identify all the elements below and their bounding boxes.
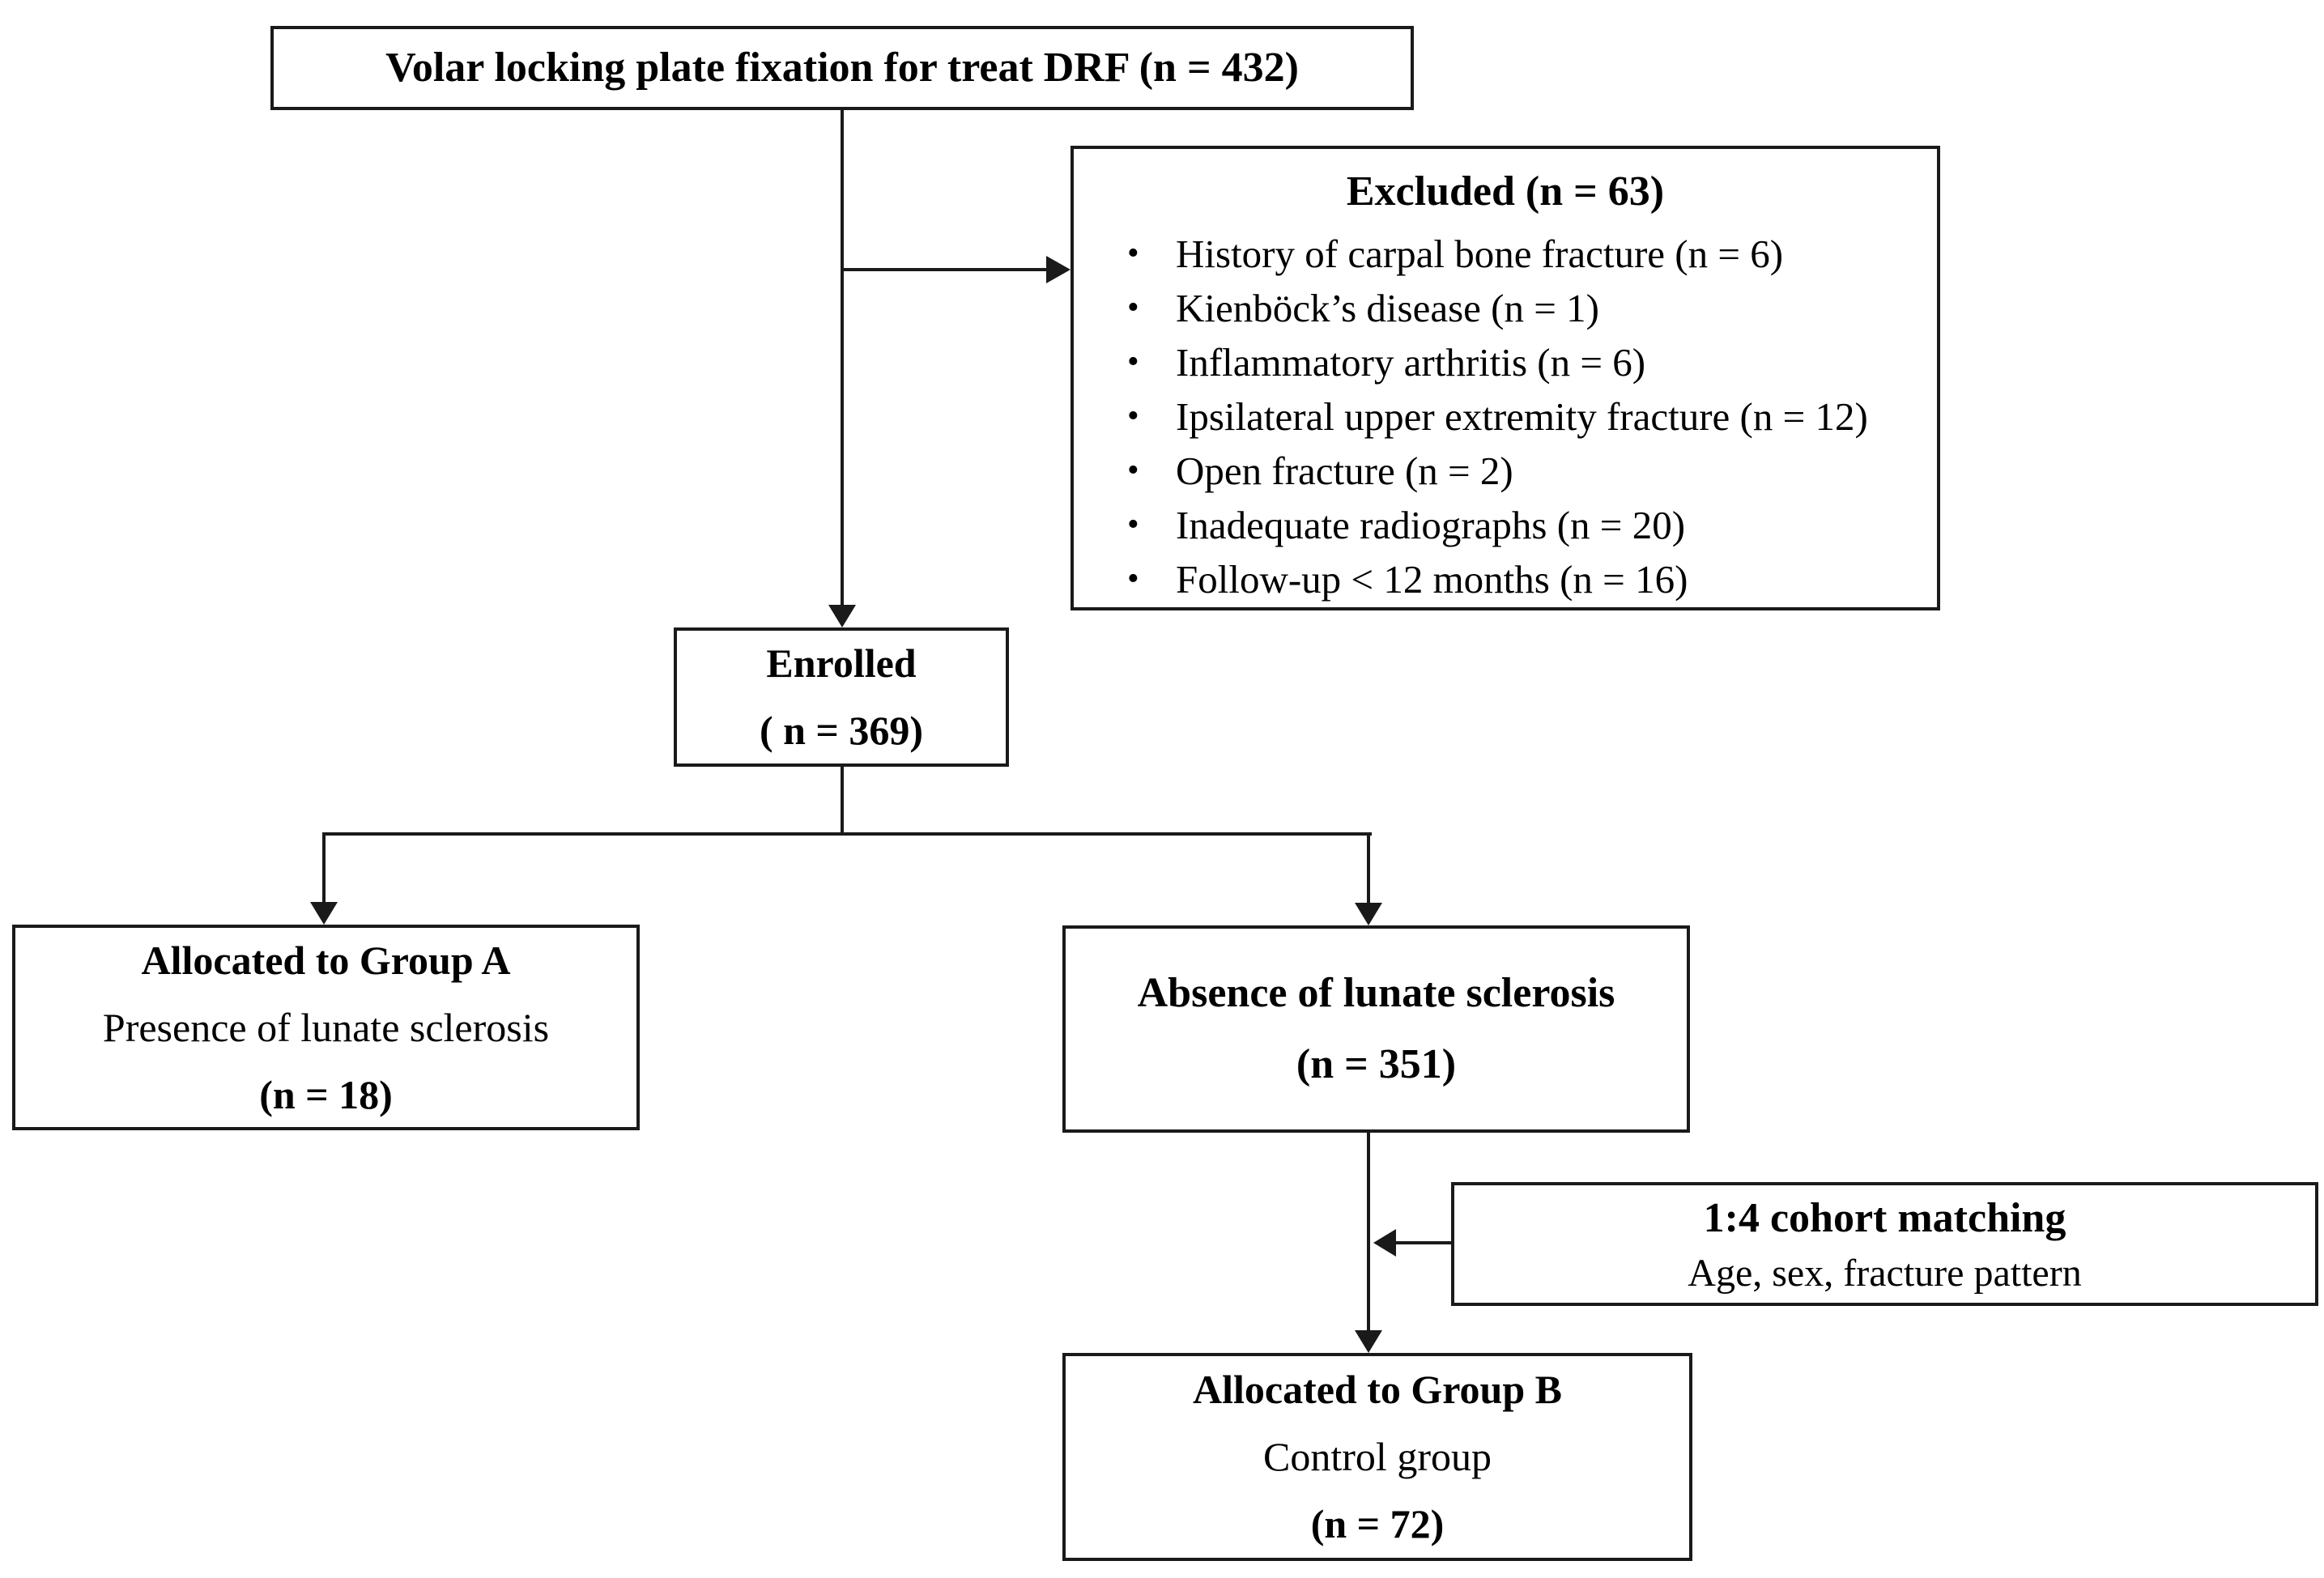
absence-title: Absence of lunate sclerosis [1137,970,1615,1016]
excluded-item-label: Ipsilateral upper extremity fracture (n … [1176,394,1868,439]
excluded-list: • History of carpal bone fracture (n = 6… [1074,227,1937,606]
study-population-box: Volar locking plate fixation for treat D… [270,26,1414,110]
enrolled-count: ( n = 369) [759,708,924,753]
arrowhead-right-excluded-icon [1046,256,1070,283]
matching-criteria: Age, sex, fracture pattern [1688,1251,2082,1295]
arrowhead-down-group-b-icon [1355,1330,1382,1353]
matching-box: 1:4 cohort matching Age, sex, fracture p… [1451,1182,2318,1306]
bullet-icon: • [1127,289,1139,326]
connector-to-group-a [322,832,326,902]
connector-branch [322,832,1372,836]
absence-box: Absence of lunate sclerosis (n = 351) [1062,925,1690,1133]
excluded-item-label: Follow-up < 12 months (n = 16) [1176,557,1688,602]
group-a-title: Allocated to Group A [141,937,511,983]
group-b-description: Control group [1263,1434,1492,1479]
excluded-item-label: Open fracture (n = 2) [1176,449,1513,493]
excluded-item-label: Inadequate radiographs (n = 20) [1176,503,1686,547]
matching-title: 1:4 cohort matching [1703,1194,2066,1241]
excluded-item: • Open fracture (n = 2) [1127,444,1929,498]
absence-count: (n = 351) [1296,1041,1457,1087]
enrolled-title: Enrolled [766,640,917,686]
connector-top-to-enrolled [841,110,844,605]
group-a-description: Presence of lunate sclerosis [102,1004,550,1050]
bullet-icon: • [1127,235,1139,272]
group-a-count: (n = 18) [259,1071,393,1117]
connector-enrolled-out [841,767,844,836]
group-b-title: Allocated to Group B [1192,1367,1563,1412]
bullet-icon: • [1127,452,1139,489]
excluded-item: • Follow-up < 12 months (n = 16) [1127,552,1929,606]
bullet-icon: • [1127,560,1139,598]
arrowhead-down-group-a-icon [310,902,338,925]
arrowhead-down-absence-icon [1355,903,1382,925]
excluded-item-label: History of carpal bone fracture (n = 6) [1176,232,1784,276]
excluded-box: Excluded (n = 63) • History of carpal bo… [1070,146,1940,610]
connector-matching [1396,1241,1451,1244]
excluded-item: • History of carpal bone fracture (n = 6… [1127,227,1929,281]
arrowhead-left-matching-icon [1373,1229,1396,1257]
excluded-item: • Kienböck’s disease (n = 1) [1127,281,1929,335]
arrowhead-down-enrolled-icon [828,605,856,627]
bullet-icon: • [1127,506,1139,543]
excluded-item: • Inadequate radiographs (n = 20) [1127,498,1929,552]
connector-to-group-b [1367,1133,1370,1330]
group-b-box: Allocated to Group B Control group (n = … [1062,1353,1692,1561]
excluded-item-label: Kienböck’s disease (n = 1) [1176,286,1599,330]
connector-to-excluded [842,268,1046,271]
excluded-title: Excluded (n = 63) [1346,168,1665,215]
connector-to-absence [1367,832,1370,903]
excluded-item-label: Inflammatory arthritis (n = 6) [1176,340,1646,385]
group-a-box: Allocated to Group A Presence of lunate … [12,925,640,1130]
enrolled-box: Enrolled ( n = 369) [674,627,1009,767]
study-population-label: Volar locking plate fixation for treat D… [385,45,1299,91]
group-b-count: (n = 72) [1310,1501,1445,1546]
bullet-icon: • [1127,343,1139,381]
bullet-icon: • [1127,398,1139,435]
excluded-item: • Ipsilateral upper extremity fracture (… [1127,389,1929,444]
excluded-item: • Inflammatory arthritis (n = 6) [1127,335,1929,389]
